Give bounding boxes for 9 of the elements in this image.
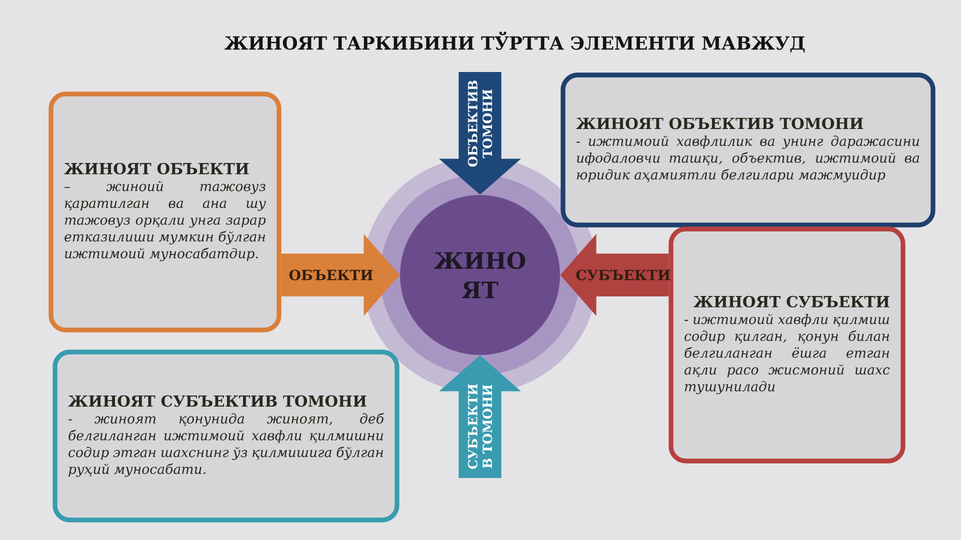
text-box: ЖИНОЯТ СУБЪЕКТИ - ижтимоий хавфли қилмиш содир қилган, қонун билан белгиланган ёшга етган ақли расо жисмоний шахс тушунилади (668, 226, 906, 464)
text-box: ЖИНОЯТ СУБЪЕКТИВ ТОМОНИ - жиноят қонунида жиноят, деб белгиланган ижтимоий хавфли қилмишни содир этган шахснинг ўз қилмишига бўлган руҳий муносабати. (52, 350, 400, 522)
title: ЖИНОЯТ ТАРКИБИНИ ТЎРТТА ЭЛЕМЕНТИ МАВЖУД (224, 32, 805, 52)
text-box: ЖИНОЯТ ОБЪЕКТИВ ТОМОНИ - ижтимоий хавфлилик ва унинг даражасини ифодаловчи ташқи, объектив, ижтимоий ва юридик аҳамиятли белгилари мажмуидир (560, 72, 936, 228)
arrow-label: СУБЪЕКТИ В ТОМОНИ (466, 378, 494, 474)
arrow-label: ОБЪЕКТИВ ТОМОНИ (466, 76, 494, 172)
arrow-label: СУБЪЕКТИ (574, 268, 672, 282)
arrow-label: ОБЪЕКТИ (287, 268, 375, 282)
text-box: ЖИНОЯТ ОБЪЕКТИ – жиноий тажовуз қаратилган ва ана шу тажовуз орқали унга зарар етказилиши мумкин бўлган ижтимоий муносабатдир. (48, 92, 282, 332)
